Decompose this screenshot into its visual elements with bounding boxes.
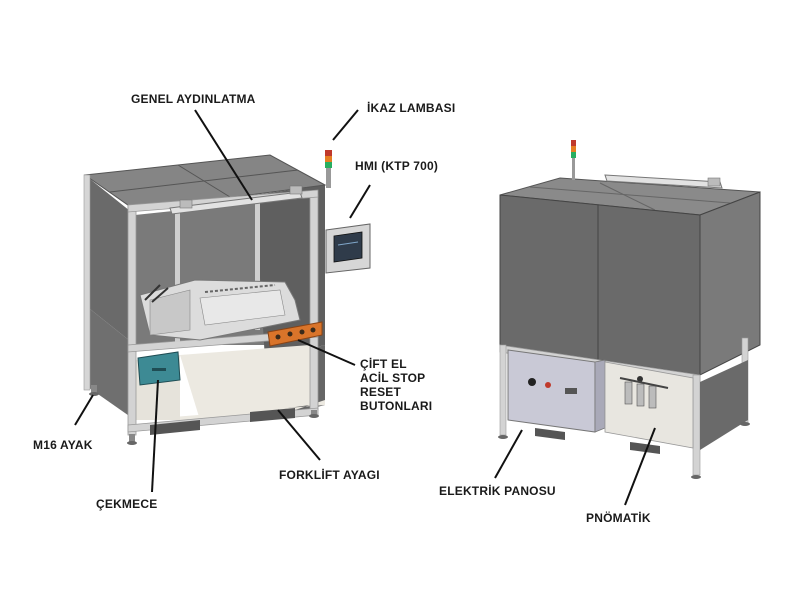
label-elektrik-panosu: ELEKTRİK PANOSU [439,484,556,498]
m16-foot-front [127,441,137,445]
label-cift-el: ÇİFT EL [360,357,407,371]
label-acil-stop: ACİL STOP [360,371,426,385]
left-machine [83,150,371,445]
electrical-panel [507,349,596,433]
label-cift-el-group: ÇİFT EL ACİL STOP RESET BUTONLARI [360,357,432,413]
label-hmi: HMI (KTP 700) [355,159,439,173]
label-pnomatik: PNÖMATİK [586,511,651,525]
right-machine [498,140,761,479]
side-face-right [699,191,761,376]
leader-m16-ayak [74,394,94,426]
lower-side-panel [700,360,748,450]
forklift-pocket-left [150,420,200,435]
label-genel-aydinlatma: GENEL AYDINLATMA [131,92,256,106]
left-side-lower-panel [85,305,135,420]
roof [83,154,327,211]
leader-cift-el [297,339,356,366]
front-face-right [499,194,701,376]
label-reset: RESET [360,385,402,399]
lighting-fixture [169,191,303,215]
front-left-post [127,204,137,436]
label-cekmece: ÇEKMECE [96,497,158,511]
label-ikaz-lambasi: İKAZ LAMBASI [367,101,456,115]
signal-tower-right [571,140,576,146]
lighting-fixture-right [604,174,723,189]
leader-pnomatik [624,427,656,506]
label-butonlari: BUTONLARI [360,399,433,413]
leader-forklift [277,409,321,461]
leader-genel-aydinlatma [194,109,253,201]
m16-foot-left [89,392,99,396]
leader-lines [74,109,656,506]
floor [180,345,310,420]
signal-tower-red [325,150,332,156]
panel-switch [528,378,536,386]
label-m16-ayak: M16 AYAK [33,438,93,452]
hmi-screen [333,231,363,263]
label-forklift-ayagi: FORKLİFT AYAGI [279,468,380,482]
forklift-pocket-right [250,408,295,422]
leader-hmi [349,184,371,219]
front-right-post [309,194,319,411]
leader-elektrik-panosu [494,429,523,479]
leader-ikaz-lambasi [332,109,359,141]
leader-cekmece [151,379,159,493]
left-side-panel [85,175,135,345]
button-panel [267,321,323,347]
